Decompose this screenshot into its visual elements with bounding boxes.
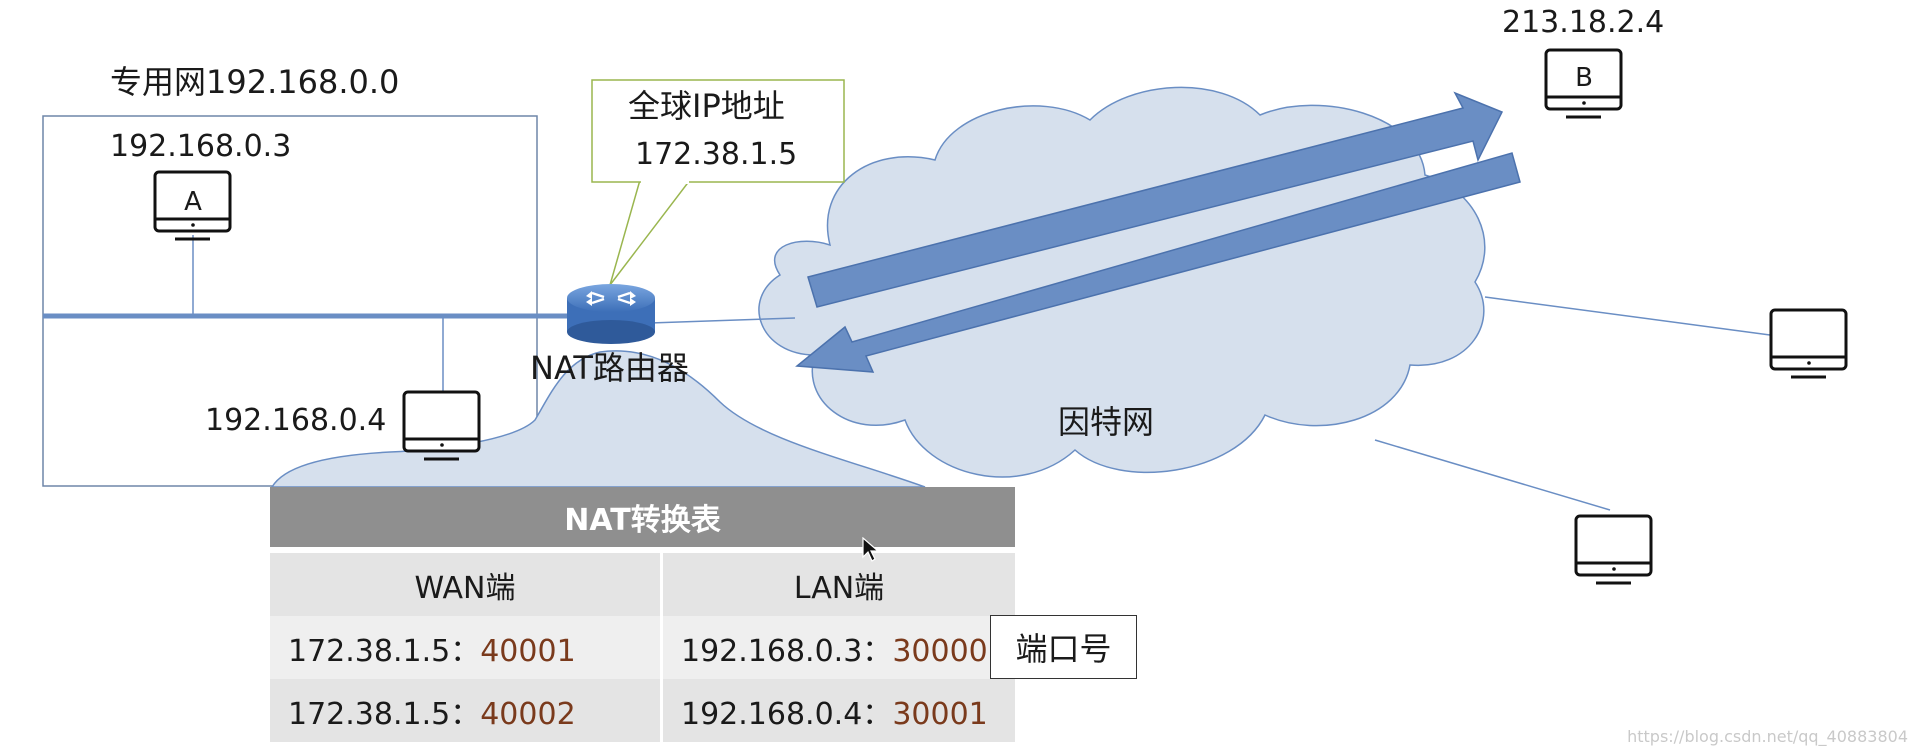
wan-ip: 172.38.1.5：	[288, 633, 481, 669]
wan-port: 40002	[480, 696, 576, 732]
lan-cell: 192.168.0.3：30000	[663, 616, 1015, 679]
lan-port: 30001	[892, 696, 988, 732]
table-title: NAT转换表	[270, 487, 1015, 553]
lan-ip: 192.168.0.3：	[681, 633, 893, 669]
mouse-cursor-icon	[862, 537, 880, 562]
cloud-link-right-top	[1484, 296, 1771, 336]
port-number-label: 端口号	[990, 615, 1137, 679]
router-cloud-link	[649, 317, 796, 324]
table-row: 172.38.1.5：40002 192.168.0.4：30001	[270, 679, 1015, 742]
pc-internet-host-1-icon	[1769, 308, 1848, 379]
router-label: NAT路由器	[530, 349, 689, 387]
lan-cell: 192.168.0.4：30001	[663, 679, 1015, 742]
private-network-label: 专用网192.168.0.0	[110, 63, 400, 101]
pc-a2-icon	[402, 390, 481, 461]
callout-title: 全球IP地址	[628, 87, 785, 125]
wan-port: 40001	[480, 633, 576, 669]
host-b-ip: 213.18.2.4	[1502, 5, 1665, 40]
table-title-row: NAT转换表	[270, 487, 1015, 553]
callout-ip: 172.38.1.5	[635, 137, 798, 172]
callout-box	[591, 79, 845, 183]
pc-a-icon: A	[153, 170, 232, 241]
router-table-highlight	[270, 350, 926, 488]
router-icon	[567, 284, 655, 344]
watermark: https://blog.csdn.net/qq_40883804	[1627, 727, 1908, 746]
header-wan: WAN端	[270, 553, 663, 616]
wan-cell: 172.38.1.5：40001	[270, 616, 663, 679]
table-row: 172.38.1.5：40001 192.168.0.3：30000	[270, 616, 1015, 679]
pc-b-icon: B	[1544, 48, 1623, 119]
pc-a-letter: A	[184, 187, 202, 217]
wan-cell: 172.38.1.5：40002	[270, 679, 663, 742]
pc-b-letter: B	[1575, 63, 1593, 93]
wan-ip: 172.38.1.5：	[288, 696, 481, 732]
pc-internet-host-2-icon	[1574, 514, 1653, 585]
host-a2-ip: 192.168.0.4	[205, 403, 387, 438]
lan-port: 30000	[892, 633, 988, 669]
host-a-ip: 192.168.0.3	[110, 129, 292, 164]
header-lan: LAN端	[663, 553, 1015, 616]
inbound-arrow	[795, 152, 1521, 373]
cloud-link-right-bottom	[1374, 439, 1611, 511]
callout-pointer	[609, 179, 692, 286]
lan-ip: 192.168.0.4：	[681, 696, 893, 732]
internet-label: 因特网	[1058, 403, 1155, 441]
nat-translation-table: NAT转换表 WAN端 LAN端 172.38.1.5：40001 192.16…	[270, 487, 1015, 742]
outbound-arrow	[807, 91, 1504, 308]
table-header-row: WAN端 LAN端	[270, 553, 1015, 616]
